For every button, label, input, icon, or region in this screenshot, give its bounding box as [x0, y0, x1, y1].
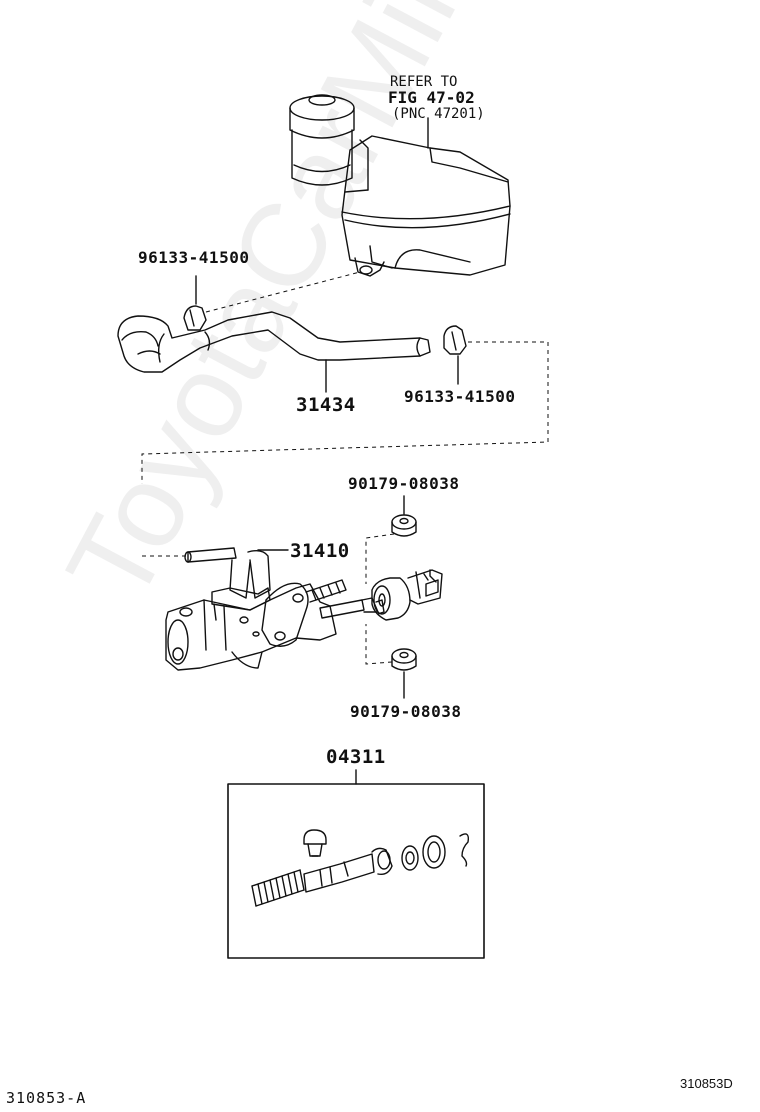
- diagram-code: 310853-A: [6, 1089, 87, 1107]
- master-cylinder: [165, 547, 443, 671]
- dash-grommet-lower: [365, 624, 393, 665]
- dash-clip-to-reservoir: [205, 271, 361, 313]
- clip-lower: [443, 325, 467, 385]
- reference-line-1: REFER TO: [390, 74, 458, 90]
- clip-upper: [183, 275, 207, 331]
- repair-kit: [227, 769, 485, 959]
- grommet-lower: [391, 648, 417, 699]
- part-label-grommet-upper[interactable]: 90179-08038: [348, 474, 460, 493]
- grommet-upper: [391, 495, 417, 537]
- catalog-code: 310853D: [680, 1076, 733, 1091]
- part-label-clip-upper[interactable]: 96133-41500: [138, 248, 250, 267]
- dash-clip-to-cylinder: [141, 341, 549, 484]
- part-label-repair-kit[interactable]: 04311: [326, 746, 386, 768]
- dash-grommet-upper: [365, 533, 395, 584]
- reference-line-2: FIG 47-02: [388, 88, 475, 107]
- part-label-clip-lower[interactable]: 96133-41500: [404, 387, 516, 406]
- reservoir-hose: [117, 311, 431, 393]
- part-label-master-cylinder[interactable]: 31410: [290, 540, 350, 562]
- reference-line-3: (PNC 47201): [392, 106, 485, 122]
- part-label-grommet-lower[interactable]: 90179-08038: [350, 702, 462, 721]
- part-label-hose[interactable]: 31434: [296, 394, 356, 416]
- reservoir-tank: [289, 94, 511, 277]
